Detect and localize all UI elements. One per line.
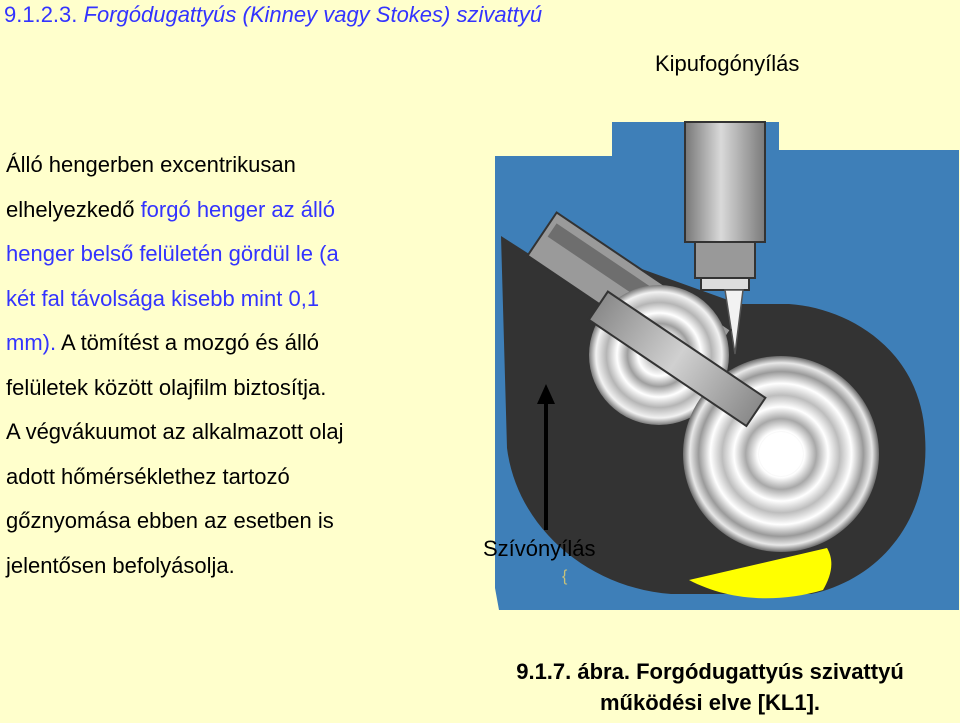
section-title-text: Forgódugattyús (Kinney vagy Stokes) sziv… (83, 2, 543, 27)
figure-caption: 9.1.7. ábra. Forgódugattyús szivattyú mű… (470, 656, 950, 718)
text-line: elhelyezkedő forgó henger az álló (6, 196, 336, 222)
intake-arrow-head (537, 384, 555, 404)
connecting-rod (587, 290, 767, 428)
pump-diagram (495, 121, 959, 610)
oil-film (689, 548, 832, 599)
exhaust-valve-flap (724, 289, 744, 355)
text-line: mm). A tömítést a mozgó és álló (6, 330, 320, 355)
exhaust-port-label: Kipufogónyílás (655, 51, 800, 76)
text-line: felületek között olajfilm biztosítja. (6, 374, 327, 400)
section-number: 9.1.2.3. (4, 2, 78, 27)
text-line: gőznyomása ebben az esetben is (6, 508, 334, 533)
text-line: jelentősen befolyásolja. (6, 552, 235, 578)
exhaust-valve-body (684, 121, 766, 243)
figure-caption-line1: 9.1.7. ábra. Forgódugattyús szivattyú (516, 659, 904, 684)
figure-caption-line2: működési elve [KL1]. (599, 690, 821, 715)
stray-mark: { (562, 568, 568, 585)
text-line: Álló hengerben excentrikusan (6, 152, 296, 177)
text-line: A végvákuumot az alkalmazott olaj (6, 419, 344, 444)
intake-port-label: Szívónyílás (483, 536, 596, 561)
section-title: 9.1.2.3. Forgódugattyús (Kinney vagy Sto… (4, 2, 542, 28)
description-text: Álló hengerben excentrikusan elhelyezked… (6, 143, 446, 588)
text-line: két fal távolsága kisebb mint 0,1 (6, 285, 320, 311)
text-line: henger belső felületén gördül le (a (6, 241, 339, 266)
text-line: adott hőmérséklethez tartozó (6, 463, 290, 489)
